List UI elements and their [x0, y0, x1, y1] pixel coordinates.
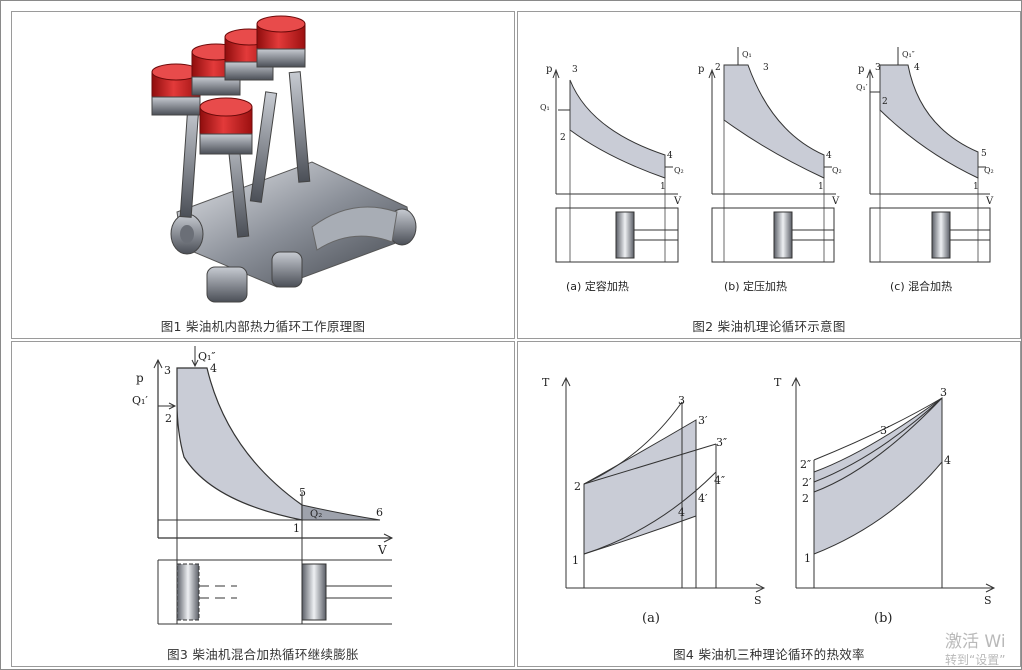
svg-text:2: 2: [165, 412, 172, 425]
fig3-caption: 图3 柴油机混合加热循环继续膨胀: [167, 647, 359, 662]
svg-text:2: 2: [574, 480, 581, 493]
activation-watermark-line2: 转到“设置”: [945, 653, 1006, 667]
svg-text:Q₂: Q₂: [984, 166, 994, 175]
svg-text:Q₁′: Q₁′: [856, 83, 868, 92]
svg-text:p: p: [858, 64, 864, 75]
fig4-caption: 图4 柴油机三种理论循环的热效率: [673, 647, 865, 662]
svg-text:2″: 2″: [800, 458, 811, 471]
svg-text:2: 2: [560, 133, 566, 143]
fig3-panel: p V 3 2 4 5 1 6 Q₁′ Q₁″ Q₂ 图3 柴油机混合加热循环继…: [11, 341, 515, 667]
svg-text:4″: 4″: [714, 474, 725, 487]
svg-text:1: 1: [818, 182, 824, 192]
svg-text:Q₂: Q₂: [674, 166, 684, 175]
svg-text:5: 5: [299, 486, 306, 499]
svg-text:4: 4: [914, 63, 920, 73]
svg-text:3″: 3″: [716, 436, 727, 449]
fig2a-diagram: p V 3 2 4 1 Q₁ Q₂ (a) 定容加热: [540, 64, 684, 293]
svg-text:(a) 定容加热: (a) 定容加热: [566, 279, 629, 293]
svg-text:3′: 3′: [880, 424, 890, 437]
svg-text:S: S: [984, 594, 992, 607]
svg-text:V: V: [985, 196, 994, 207]
engine-illustration: [151, 15, 417, 303]
svg-text:1: 1: [293, 522, 300, 535]
svg-text:Q₁′: Q₁′: [132, 394, 148, 407]
fig2-caption: 图2 柴油机理论循环示意图: [692, 319, 846, 334]
svg-text:5: 5: [981, 149, 987, 159]
svg-text:Q₁: Q₁: [540, 103, 550, 112]
svg-text:4′: 4′: [698, 492, 708, 505]
svg-text:2: 2: [802, 492, 809, 505]
svg-text:2: 2: [715, 63, 721, 73]
activation-watermark-line1: 激活 Wi: [945, 632, 1006, 652]
fig3-pv-diagram: p V 3 2 4 5 1 6 Q₁′ Q₁″ Q₂: [132, 346, 394, 625]
svg-text:3: 3: [763, 63, 769, 73]
svg-text:3: 3: [678, 394, 685, 407]
svg-text:(b) 定压加热: (b) 定压加热: [724, 279, 787, 293]
fig1-caption: 图1 柴油机内部热力循环工作原理图: [160, 319, 366, 334]
svg-text:4: 4: [678, 506, 685, 519]
svg-text:Q₂: Q₂: [310, 509, 322, 520]
svg-text:p: p: [698, 64, 704, 75]
svg-text:(a): (a): [642, 611, 660, 626]
svg-text:1: 1: [973, 182, 979, 192]
svg-text:p: p: [546, 64, 552, 75]
svg-text:2: 2: [882, 97, 888, 107]
svg-text:1: 1: [572, 554, 579, 567]
fig2b-diagram: p V 2 3 4 1 Q₁ Q₂ (b) 定压加热: [698, 47, 842, 293]
svg-text:(b): (b): [874, 611, 892, 626]
fig4-ts-diagrams: T S 1 2 3 3′ 3″ 4 4′ 4″ (a): [542, 376, 996, 626]
svg-text:3: 3: [940, 386, 947, 399]
svg-text:T: T: [774, 376, 782, 389]
fig4b-diagram: T S 1 2 2′ 2″ 3 3′ 4 (b): [774, 376, 996, 626]
svg-text:Q₁: Q₁: [742, 50, 752, 59]
fig3-axis-v: V: [377, 543, 387, 557]
svg-text:2′: 2′: [802, 476, 812, 489]
svg-text:Q₁″: Q₁″: [198, 350, 216, 363]
piston-front: [199, 97, 253, 155]
piston-4: [256, 15, 306, 68]
svg-text:V: V: [831, 196, 840, 207]
svg-text:4: 4: [826, 151, 832, 161]
svg-text:3: 3: [572, 65, 578, 75]
svg-text:4: 4: [210, 362, 217, 375]
fig3-axis-p: p: [136, 371, 144, 385]
svg-text:T: T: [542, 376, 550, 389]
fig4a-diagram: T S 1 2 3 3′ 3″ 4 4′ 4″ (a): [542, 376, 766, 626]
svg-text:3: 3: [875, 63, 881, 73]
svg-text:S: S: [754, 594, 762, 607]
fig2-pv-diagrams: p V 3 2 4 1 Q₁ Q₂ (a) 定容加热: [540, 47, 994, 293]
svg-text:3: 3: [164, 364, 171, 377]
svg-text:Q₂: Q₂: [832, 166, 842, 175]
svg-text:4: 4: [944, 454, 951, 467]
fig1-panel: 图1 柴油机内部热力循环工作原理图: [11, 11, 515, 339]
fig4-panel: T S 1 2 3 3′ 3″ 4 4′ 4″ (a): [517, 341, 1021, 667]
fig2c-diagram: p V 3 2 4 5 1 Q₁′ Q₁″ Q₂ (c) 混合加热: [856, 47, 994, 293]
svg-text:6: 6: [376, 506, 383, 519]
svg-text:4: 4: [667, 151, 673, 161]
svg-text:V: V: [673, 196, 682, 207]
svg-text:(c) 混合加热: (c) 混合加热: [890, 279, 952, 293]
svg-text:1: 1: [804, 552, 811, 565]
svg-text:3′: 3′: [698, 414, 708, 427]
svg-text:Q₁″: Q₁″: [902, 50, 915, 59]
svg-text:1: 1: [660, 182, 666, 192]
fig2-panel: p V 3 2 4 1 Q₁ Q₂ (a) 定容加热: [517, 11, 1021, 339]
